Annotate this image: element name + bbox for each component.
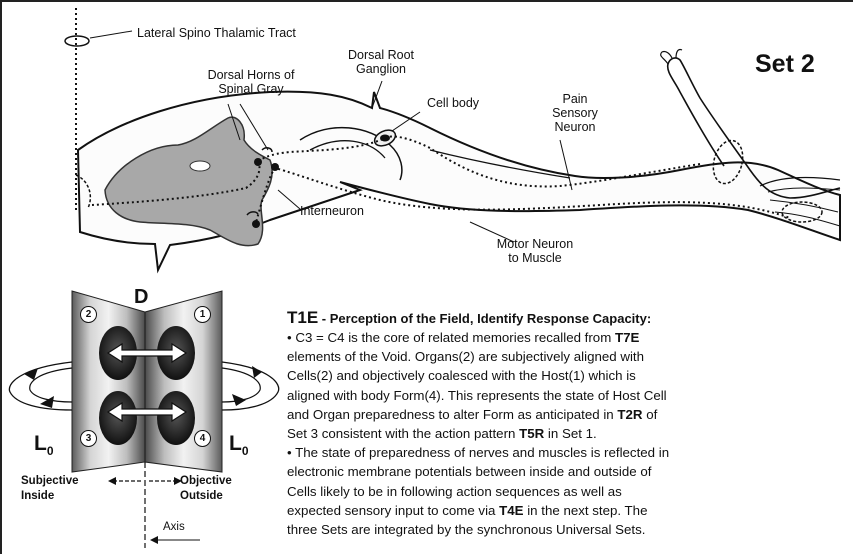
label-axis: Axis (163, 521, 185, 533)
text-segment: of (643, 407, 658, 422)
number-2: 2 (80, 306, 97, 323)
text-line: elements of the Void. Organs(2) are subj… (287, 347, 853, 366)
text-line: expected sensory input to come via T4E i… (287, 501, 853, 520)
reference-code: T4E (499, 503, 523, 518)
text-segment: Set 3 consistent with the action pattern (287, 426, 519, 441)
central-canal (190, 161, 210, 171)
label-motor-neuron: Motor Neuron to Muscle (480, 237, 590, 265)
text-line: Set 3 consistent with the action pattern… (287, 424, 853, 443)
label-subjective-inside: Subjective Inside (21, 474, 79, 504)
text-segment: three Sets are integrated by the synchro… (287, 522, 645, 537)
text-line: aligned with body Form(4). This represen… (287, 386, 853, 405)
text-segment: electronic membrane potentials between i… (287, 464, 651, 479)
text-segment: Cells(2) and objectively coalesced with … (287, 368, 636, 383)
text-segment: elements of the Void. Organs(2) are subj… (287, 349, 644, 364)
text-lines: • C3 = C4 is the core of related memorie… (287, 328, 853, 539)
label-d: D (134, 286, 148, 309)
reference-code: T2R (617, 407, 642, 422)
label-objective-outside: Objective Outside (180, 474, 232, 504)
label-lo-left: L0 (34, 432, 54, 458)
reference-code: T7E (615, 330, 639, 345)
text-heading: T1E - Perception of the Field, Identify … (287, 309, 853, 328)
text-line: Cells likely to be in following action s… (287, 482, 853, 501)
text-line: • The state of preparedness of nerves an… (287, 443, 853, 462)
label-pain-sensory-neuron: Pain Sensory Neuron (535, 92, 615, 134)
text-line: three Sets are integrated by the synchro… (287, 520, 853, 539)
reference-code: T5R (519, 426, 544, 441)
text-segment: • The state of preparedness of nerves an… (287, 445, 669, 460)
set-title: Set 2 (755, 50, 815, 79)
text-segment: aligned with body Form(4). This represen… (287, 388, 667, 403)
schematic-figure (9, 291, 278, 548)
text-segment: Cells likely to be in following action s… (287, 484, 622, 499)
number-4: 4 (194, 430, 211, 447)
text-segment: • C3 = C4 is the core of related memorie… (287, 330, 615, 345)
label-interneuron: Interneuron (300, 204, 364, 218)
label-lo-right: L0 (229, 432, 249, 458)
description-text: T1E - Perception of the Field, Identify … (287, 309, 853, 539)
text-line: • C3 = C4 is the core of related memorie… (287, 328, 853, 347)
text-segment: expected sensory input to come via (287, 503, 499, 518)
text-segment: and Organ preparedness to alter Form as … (287, 407, 617, 422)
text-line: electronic membrane potentials between i… (287, 462, 853, 481)
text-line: and Organ preparedness to alter Form as … (287, 405, 853, 424)
text-line: Cells(2) and objectively coalesced with … (287, 366, 853, 385)
label-spino-thalamic: Lateral Spino Thalamic Tract (137, 26, 296, 40)
label-cell-body: Cell body (408, 96, 498, 110)
text-segment: in Set 1. (544, 426, 596, 441)
number-1: 1 (194, 306, 211, 323)
label-dorsal-horns: Dorsal Horns of Spinal Gray (196, 68, 306, 96)
label-dorsal-root: Dorsal Root Ganglion (336, 48, 426, 76)
text-segment: in the next step. The (524, 503, 648, 518)
number-3: 3 (80, 430, 97, 447)
